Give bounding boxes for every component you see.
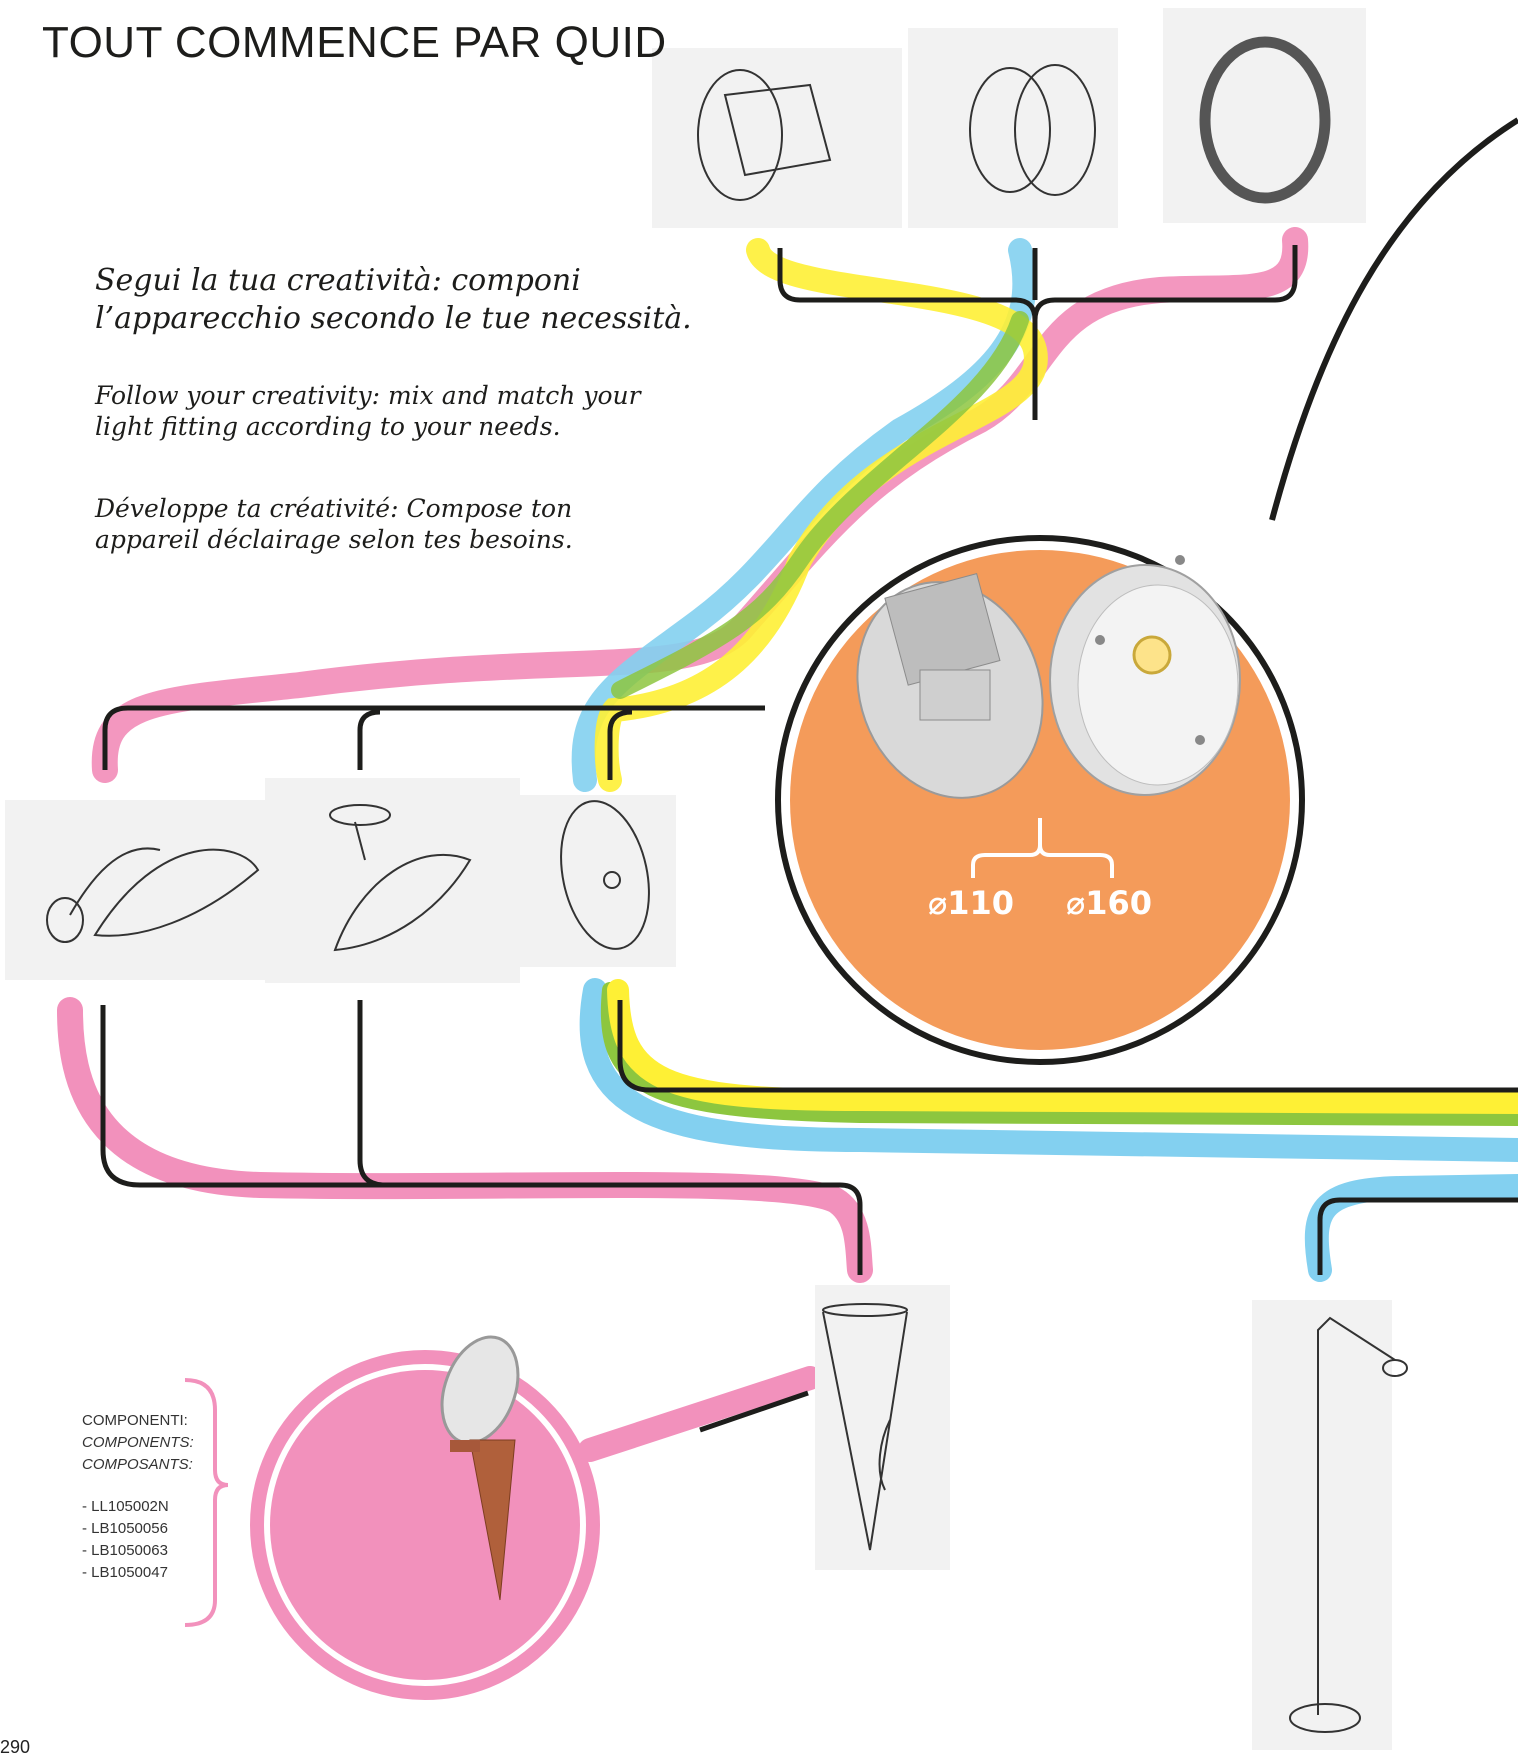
- component-code: - LB1050063: [82, 1540, 222, 1562]
- tagline-english: Follow your creativity: mix and match yo…: [95, 380, 695, 443]
- tree-line-top: [780, 245, 1295, 420]
- page-number: 290: [0, 1737, 30, 1758]
- page-title: TOUT COMMENCE PAR QUID: [42, 18, 667, 68]
- tagline-italian-line2: l’apparecchio secondo le tue necessità.: [95, 300, 735, 338]
- tagline-french-line2: appareil déclairage selon tes besoins.: [95, 524, 695, 555]
- component-code: - LB1050056: [82, 1518, 222, 1540]
- tagline-italian: Segui la tua creatività: componi l’appar…: [95, 262, 735, 337]
- components-label-en: COMPONENTS:: [82, 1432, 222, 1454]
- tagline-english-line1: Follow your creativity: mix and match yo…: [95, 380, 695, 411]
- tree-line-mid: [105, 708, 765, 780]
- components-label-it: COMPONENTI:: [82, 1410, 222, 1432]
- dimension-large: ⌀160: [1066, 884, 1152, 922]
- component-code: - LL105002N: [82, 1496, 222, 1518]
- tagline-english-line2: light fitting according to your needs.: [95, 411, 695, 442]
- tagline-french: Développe ta créativité: Compose ton app…: [95, 493, 695, 556]
- dimension-small: ⌀110: [928, 884, 1014, 922]
- tagline-italian-line1: Segui la tua creatività: componi: [95, 262, 735, 300]
- components-label-fr: COMPOSANTS:: [82, 1454, 222, 1476]
- component-code: - LB1050047: [82, 1562, 222, 1584]
- tagline-french-line1: Développe ta créativité: Compose ton: [95, 493, 695, 524]
- featured-product-fill: [270, 1370, 580, 1680]
- components-list: COMPONENTI: COMPONENTS: COMPOSANTS: - LL…: [82, 1410, 222, 1584]
- magnifier-handle: [590, 1378, 810, 1450]
